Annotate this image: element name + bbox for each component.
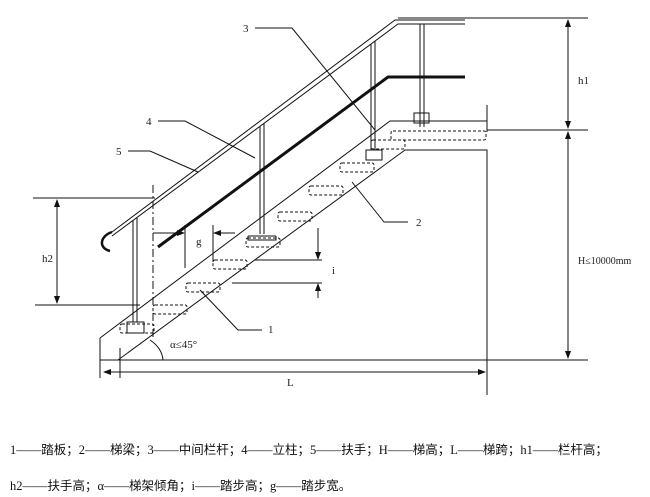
caption-line-2: h2——扶手高；α——梯架倾角；i——踏步高；g——踏步宽。 [10, 479, 352, 493]
label-4-post: 4 [146, 116, 152, 128]
label-g: g [196, 236, 202, 248]
label-5-handrail: 5 [116, 146, 122, 158]
label-L: L [287, 377, 294, 389]
caption-line-1: 1——踏板；2——梯梁；3——中间栏杆；4——立柱；5——扶手；H——梯高；L—… [10, 443, 608, 457]
label-H: H≤10000mm [578, 256, 631, 267]
label-angle: α≤45° [170, 339, 197, 351]
label-2-stringer: 2 [416, 217, 422, 229]
posts [126, 24, 430, 334]
middle-rail [157, 75, 465, 249]
label-i: i [332, 265, 335, 277]
label-3-middle-rail: 3 [243, 23, 249, 35]
label-1-tread: 1 [268, 324, 274, 336]
stair-diagram: 1 2 3 4 5 h2 h1 H≤10000mm L g i α≤45° [33, 17, 631, 395]
stringer-lower [117, 149, 488, 395]
label-h1: h1 [578, 75, 589, 87]
treads [119, 130, 487, 334]
stringer-upper [99, 120, 487, 339]
label-h2: h2 [42, 253, 53, 265]
handrail [100, 19, 465, 253]
